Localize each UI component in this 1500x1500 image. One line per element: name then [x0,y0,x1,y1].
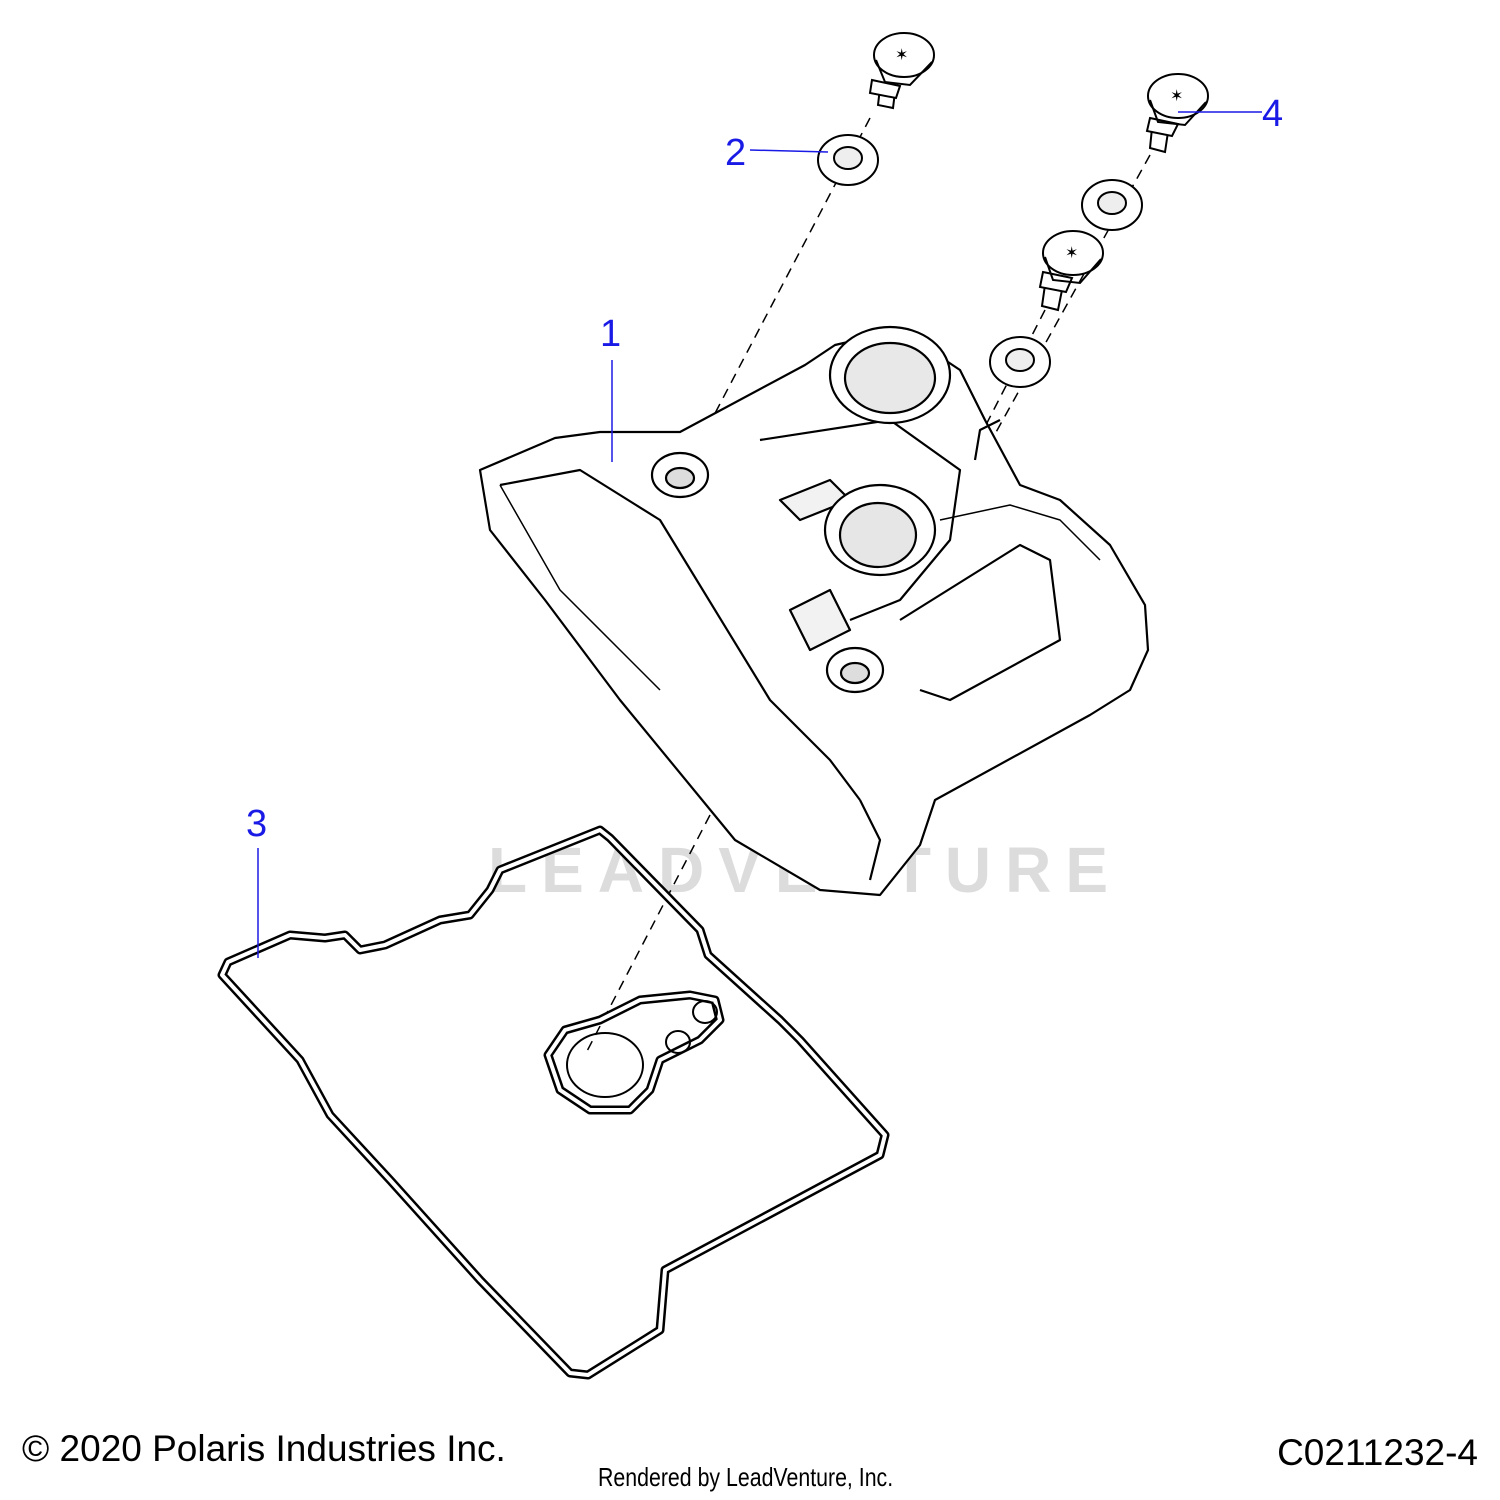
svg-text:✶: ✶ [895,47,908,64]
figure-code: C0211232-4 [1277,1432,1478,1473]
gasket [217,825,890,1380]
callout-leaders [257,111,1262,958]
grommet-top [817,134,879,186]
svg-text:✶: ✶ [1170,88,1183,105]
screw-right-lower: ✶ [1038,230,1104,312]
callout-1: 1 [600,313,621,355]
rendered-by-credit: Rendered by LeadVenture, Inc. [598,1462,894,1492]
callout-4: 4 [1262,93,1283,135]
grommet-right-lower [989,336,1051,388]
svg-text:✶: ✶ [1065,245,1078,262]
copyright-notice: © 2020 Polaris Industries Inc. [22,1428,506,1469]
screw-top-left: ✶ [868,32,935,110]
grommet-right-upper [1081,179,1143,231]
callout-3: 3 [246,803,267,845]
valve-cover [478,325,1150,897]
callout-2: 2 [725,132,746,174]
screw-right-upper: ✶ [1145,73,1209,154]
